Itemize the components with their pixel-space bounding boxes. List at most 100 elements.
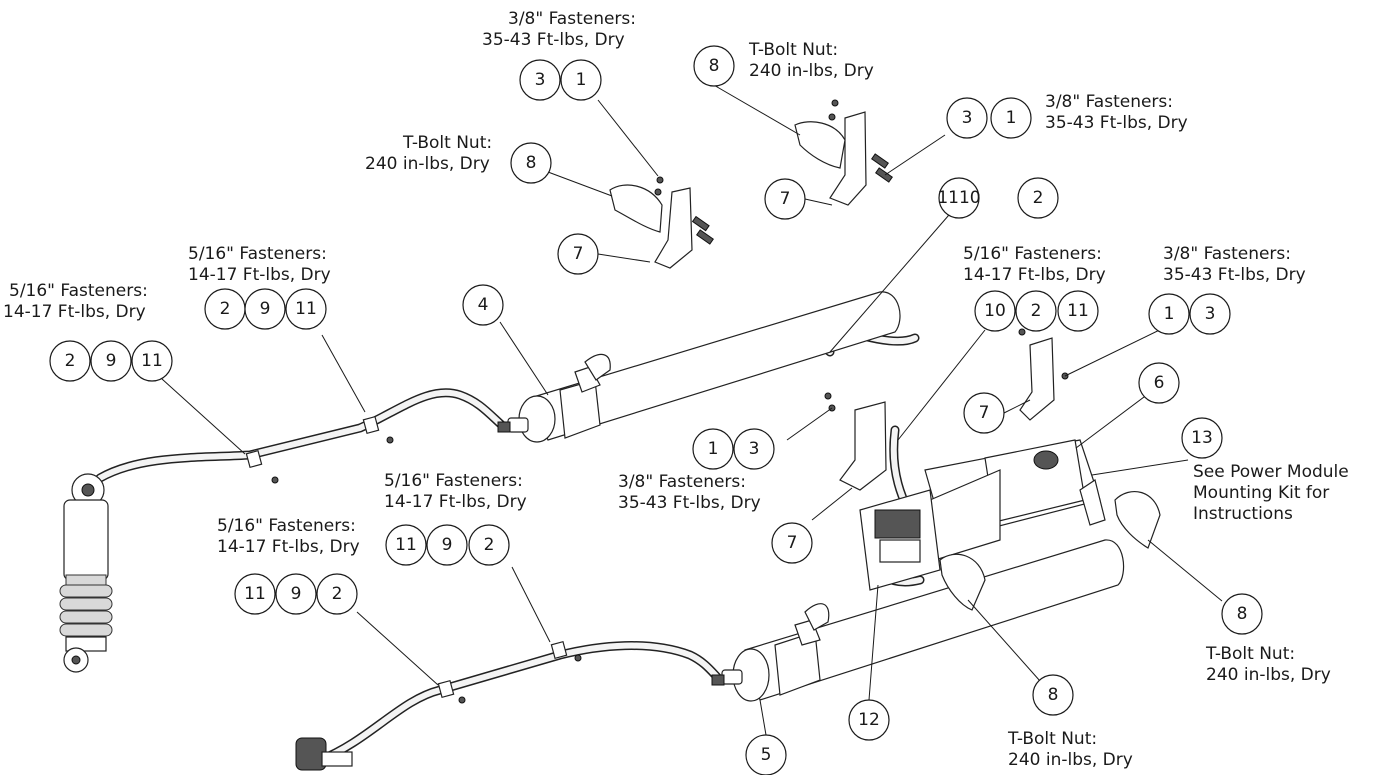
clamp-center <box>939 553 986 611</box>
balloon-1-top: 1 <box>560 59 602 101</box>
balloon-label: 13 <box>1191 428 1213 448</box>
note-right-fasteners: 3/8" Fasteners: 35-43 Ft-lbs, Dry <box>1163 244 1306 285</box>
note-line: 240 in-lbs, Dry <box>1206 665 1331 685</box>
note-top-left-fasteners: 3/8" Fasteners: 35-43 Ft-lbs, Dry <box>482 9 641 50</box>
clamp-top-left <box>609 184 663 233</box>
balloon-8-topmid: 8 <box>693 45 735 87</box>
note-line: 3/8" Fasteners: <box>508 9 636 29</box>
balloon-label: 8 <box>1048 685 1059 705</box>
balloon-7-c: 7 <box>771 522 813 564</box>
note-line: Instructions <box>1193 504 1293 524</box>
balloon-6: 6 <box>1138 362 1180 404</box>
balloon-label: 3 <box>749 439 760 459</box>
note-line: 14-17 Ft-lbs, Dry <box>188 265 331 285</box>
note-left-tbolt: T-Bolt Nut: 240 in-lbs, Dry <box>365 133 498 174</box>
balloon-8-bc: 8 <box>1032 674 1074 716</box>
balloon-2-d: 2 <box>468 524 510 566</box>
note-line: 14-17 Ft-lbs, Dry <box>963 265 1106 285</box>
balloon-11-a: 11 <box>285 288 327 330</box>
note-line: T-Bolt Nut: <box>1007 729 1097 749</box>
balloon-label: 10 <box>984 301 1006 321</box>
balloon-12: 12 <box>848 699 890 741</box>
note-center-fasteners: 3/8" Fasteners: 35-43 Ft-lbs, Dry <box>618 472 761 513</box>
balloon-7-left: 7 <box>557 233 599 275</box>
balloon-3-top: 3 <box>519 59 561 101</box>
balloon-label: 9 <box>106 351 117 371</box>
balloon-13: 13 <box>1181 417 1223 459</box>
note-lower-fasteners-a: 5/16" Fasteners: 14-17 Ft-lbs, Dry <box>384 471 528 512</box>
note-top-right-fasteners: 3/8" Fasteners: 35-43 Ft-lbs, Dry <box>1045 92 1188 133</box>
balloon-label: 3 <box>1205 304 1216 324</box>
balloon-9-a: 9 <box>244 288 286 330</box>
balloon-label: 9 <box>260 299 271 319</box>
balloon-label: 6 <box>1154 373 1165 393</box>
balloon-label: 9 <box>442 535 453 555</box>
balloon-7-r: 7 <box>963 392 1005 434</box>
balloon-label: 8 <box>709 56 720 76</box>
note-bottom-center-tbolt: T-Bolt Nut: 240 in-lbs, Dry <box>1007 729 1133 770</box>
balloon-11-d: 11 <box>385 524 427 566</box>
balloon-label: 11 <box>141 351 163 371</box>
note-line: T-Bolt Nut: <box>402 133 492 153</box>
balloon-2-top: 2 <box>1017 177 1059 219</box>
bracket-right <box>1018 328 1069 421</box>
balloon-label: 2 <box>332 584 343 604</box>
note-line: 3/8" Fasteners: <box>618 472 746 492</box>
note-line: 14-17 Ft-lbs, Dry <box>3 302 146 322</box>
lower-hose <box>315 641 725 765</box>
leader-lines <box>161 83 1223 736</box>
power-module <box>859 439 1106 591</box>
note-line: 14-17 Ft-lbs, Dry <box>384 492 527 512</box>
shock-absorber <box>59 473 113 673</box>
balloon-9-b: 9 <box>90 340 132 382</box>
note-line: 35-43 Ft-lbs, Dry <box>618 493 761 513</box>
balloon-label: 7 <box>780 189 791 209</box>
balloon-label: 2 <box>1033 188 1044 208</box>
balloon-4: 4 <box>462 284 504 326</box>
clamp-right <box>1114 491 1161 549</box>
balloon-11-b: 11 <box>131 340 173 382</box>
clamp-top-right <box>794 121 846 169</box>
note-line: 240 in-lbs, Dry <box>749 61 874 81</box>
balloon-label: 11 <box>1067 301 1089 321</box>
note-line: 240 in-lbs, Dry <box>1008 750 1133 770</box>
note-line: 5/16" Fasteners: <box>188 244 327 264</box>
balloon-9-e: 9 <box>275 573 317 615</box>
balloon-1-topright: 1 <box>990 97 1032 139</box>
balloon-label: 7 <box>979 403 990 423</box>
upper-tank <box>497 291 901 443</box>
balloon-label: 2 <box>484 535 495 555</box>
note-far-left-fasteners: 5/16" Fasteners: 14-17 Ft-lbs, Dry <box>3 281 153 322</box>
note-line: 35-43 Ft-lbs, Dry <box>482 30 625 50</box>
balloon-label: 4 <box>478 295 489 315</box>
note-line: T-Bolt Nut: <box>748 40 838 60</box>
note-line: 5/16" Fasteners: <box>217 516 356 536</box>
balloon-2-b: 2 <box>49 340 91 382</box>
balloon-2-c: 2 <box>1015 290 1057 332</box>
balloon-10: 10 <box>974 290 1016 332</box>
bracket-center <box>824 392 887 491</box>
upper-hose <box>95 388 510 483</box>
balloon-label: 2 <box>1031 301 1042 321</box>
balloon-11-c: 11 <box>1057 290 1099 332</box>
note-line: See Power Module <box>1193 462 1349 482</box>
balloon-label: 7 <box>573 244 584 264</box>
note-line: Mounting Kit for <box>1193 483 1329 503</box>
bracket-top-right <box>828 99 893 206</box>
note-bottom-right-tbolt: T-Bolt Nut: 240 in-lbs, Dry <box>1205 644 1331 685</box>
balloon-label: 1 <box>576 70 587 90</box>
balloon-label: 7 <box>787 533 798 553</box>
balloon-label: 9 <box>291 584 302 604</box>
balloon-1110: 1110 <box>937 177 981 219</box>
note-hose-upper-fasteners: 5/16" Fasteners: 14-17 Ft-lbs, Dry <box>188 244 332 285</box>
note-line: 5/16" Fasteners: <box>9 281 148 301</box>
balloon-label: 11 <box>295 299 317 319</box>
balloon-label: 1 <box>1164 304 1175 324</box>
balloon-label: 11 <box>244 584 266 604</box>
balloon-3-topright: 3 <box>946 97 988 139</box>
balloon-8-left: 8 <box>510 142 552 184</box>
balloon-label: 5 <box>761 745 772 765</box>
balloon-1-c: 1 <box>692 428 734 470</box>
bracket-top-left <box>654 176 714 269</box>
balloon-9-d: 9 <box>426 524 468 566</box>
